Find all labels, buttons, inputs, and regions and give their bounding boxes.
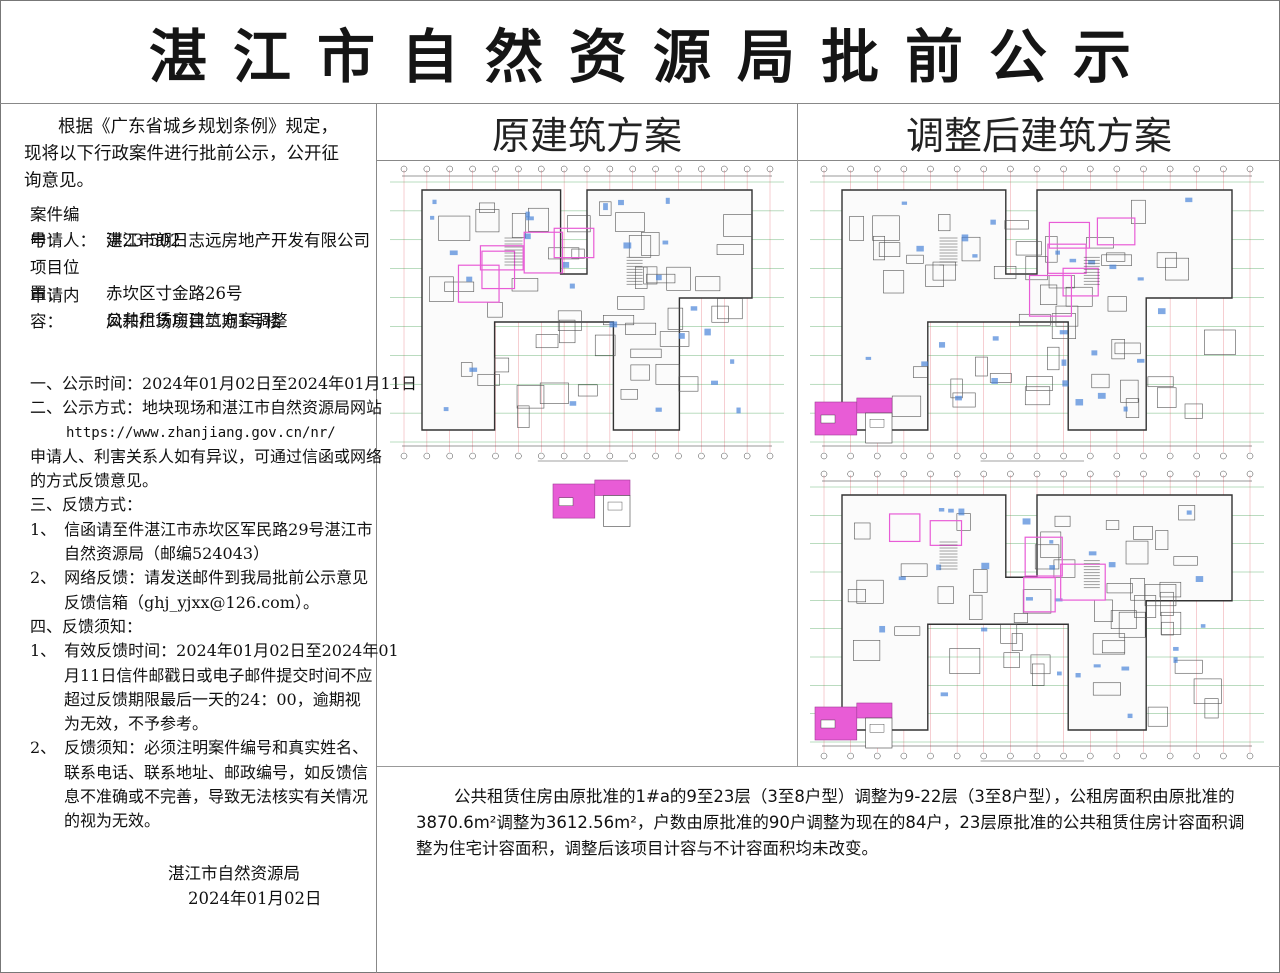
page-title-bar: 湛江市自然资源局批前公示 <box>0 0 1280 104</box>
page-title: 湛江市自然资源局批前公示 <box>148 22 1157 91</box>
rule-1-line-4: 为无效，不予参考。 <box>64 714 209 734</box>
location-label: 项目位置： <box>30 258 80 303</box>
original-key-plan <box>552 479 631 527</box>
adjusted-plan-heading: 调整后建筑方案 <box>798 104 1280 161</box>
content-row-2: 公共租赁房建筑方案调整 <box>106 308 288 334</box>
adjustment-summary: 公共租赁住房由原批准的1#a的9至23层（3至8户型）调整为9-22层（3至8户… <box>416 784 1256 862</box>
objection-line-2: 的方式反馈意见。 <box>30 471 159 491</box>
notice-panel: 根据《广东省城乡规划条例》规定，现将以下行政案件进行批前公示，公开征询意见。 案… <box>0 104 417 973</box>
summary-text: 公共租赁住房由原批准的1#a的9至23层（3至8户型）调整为9-22层（3至8户… <box>416 787 1245 858</box>
feedback-email-line-2: 反馈信箱（ghj_yjxx@126.com）。 <box>64 592 319 612</box>
adjusted-key-plan-lower <box>814 702 893 749</box>
case-number-label: 案件编号： <box>30 205 80 250</box>
adjusted-key-plan-upper <box>814 397 893 444</box>
intro-text: 根据《广东省城乡规划条例》规定，现将以下行政案件进行批前公示，公开征询意见。 <box>24 117 339 191</box>
issuing-authority: 湛江市自然资源局 <box>168 864 300 883</box>
location-value: 赤坎区寸金路26号 <box>106 284 243 303</box>
feedback-rules-heading: 四、反馈须知： <box>30 616 143 636</box>
original-plan-heading: 原建筑方案 <box>377 104 798 161</box>
rule-1-line-1: 1、 有效反馈时间：2024年01月02日至2024年01 <box>30 641 399 661</box>
rule-2-line-3: 息不准确或不完善，导致无法核实有关情况 <box>64 787 369 807</box>
feedback-email-line-1: 2、 网络反馈：请发送邮件到我局批前公示意见 <box>30 568 369 588</box>
content-value-line2: 公共租赁房建筑方案调整 <box>106 311 288 330</box>
content-value-line1: 凤和广场项目二期1号楼 <box>106 312 282 331</box>
applicant-value: 湛江市朗日志远房地产开发有限公司 <box>106 231 370 250</box>
notice-method: 二、公示方式：地块现场和湛江市自然资源局网站 <box>30 398 383 418</box>
plans-divider <box>797 160 798 766</box>
feedback-letter-line-2: 自然资源局（邮编524043） <box>64 544 270 564</box>
original-floor-plan <box>390 165 784 462</box>
plans-bottom-rule <box>377 766 1280 767</box>
location-row: 项目位置： 赤坎区寸金路26号 <box>30 255 243 307</box>
case-number-row: 案件编号： 建23-502 <box>30 202 181 254</box>
applicant-row: 申请人： 湛江市朗日志远房地产开发有限公司 <box>30 228 370 254</box>
objection-line-1: 申请人、利害关系人如有异议，可通过信函或网络 <box>30 446 383 466</box>
intro-paragraph: 根据《广东省城乡规划条例》规定，现将以下行政案件进行批前公示，公开征询意见。 <box>24 114 354 195</box>
notice-time: 一、公示时间：2024年01月02日至2024年01月11日 <box>30 374 417 393</box>
rule-2-line-2: 联系电话、联系地址、邮政编号，如反馈信 <box>64 762 369 782</box>
notice-details: 一、公示时间：2024年01月02日至2024年01月11日 二、公示方式：地块… <box>30 372 417 834</box>
website-link[interactable]: https://www.zhanjiang.gov.cn/nr/ <box>66 424 336 441</box>
feedback-letter-line-1: 1、 信函请至件湛江市赤坎区军民路29号湛江市 <box>30 519 373 539</box>
issue-date: 2024年01月02日 <box>188 889 322 908</box>
adjusted-floor-plan-upper <box>810 165 1264 462</box>
rule-2-line-1: 2、 反馈须知：必须注明案件编号和真实姓名、 <box>30 738 369 758</box>
content-label: 申请内容： <box>30 286 80 331</box>
rule-1-line-3: 超过反馈期限最后一天的24：00，逾期视 <box>64 689 361 709</box>
feedback-method-heading: 三、反馈方式： <box>30 495 143 515</box>
content-row: 申请内容： 凤和广场项目二期1号楼 <box>30 283 282 335</box>
applicant-label: 申请人： <box>30 231 96 250</box>
adjusted-floor-plan-lower <box>810 470 1264 762</box>
case-number-value: 建23-502 <box>106 231 181 250</box>
rule-1-line-2: 月11日信件邮戳日或电子邮件提交时间不应 <box>64 665 373 685</box>
plans-panel: 原建筑方案 调整后建筑方案 <box>377 104 1280 973</box>
rule-2-line-4: 的视为无效。 <box>64 811 161 831</box>
